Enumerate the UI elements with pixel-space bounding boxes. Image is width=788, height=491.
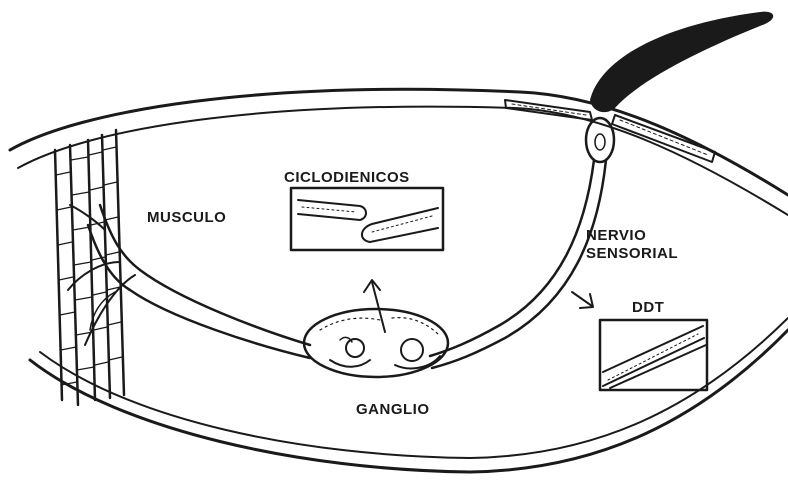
sensory-nerve-fiber	[430, 160, 606, 368]
sensory-hair	[590, 12, 773, 112]
arrow-to-ciclodienicos	[364, 280, 385, 332]
label-ganglio: GANGLIO	[356, 401, 430, 418]
label-ddt: DDT	[632, 299, 664, 316]
ciclodienicos-inset	[291, 188, 443, 250]
ddt-inset	[600, 320, 707, 390]
label-ciclodienicos: CICLODIENICOS	[284, 169, 410, 186]
ganglion	[304, 309, 448, 377]
arrow-to-ddt	[572, 292, 593, 308]
label-nervio: NERVIO	[586, 227, 646, 244]
muscle-fibers	[55, 130, 124, 405]
label-sensorial: SENSORIAL	[586, 245, 678, 262]
label-musculo: MUSCULO	[147, 209, 226, 226]
